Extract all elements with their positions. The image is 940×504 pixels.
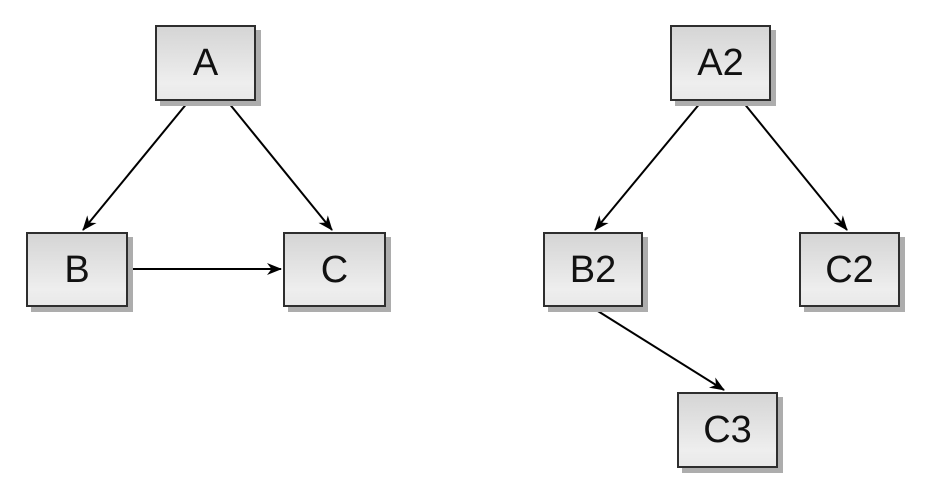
node-label-B2: B2 xyxy=(569,248,617,291)
node-B2[interactable]: B2 xyxy=(543,232,643,307)
node-B[interactable]: B xyxy=(26,232,128,307)
edge-A-C[interactable] xyxy=(227,101,333,231)
node-A[interactable]: A xyxy=(155,25,256,101)
node-label-A: A xyxy=(192,42,219,84)
node-label-C3: C3 xyxy=(703,409,752,451)
node-C2[interactable]: C2 xyxy=(799,232,900,307)
node-label-B: B xyxy=(64,248,90,291)
edge-A2-C2[interactable] xyxy=(742,101,848,231)
edge-A-B[interactable] xyxy=(82,101,189,231)
node-label-C2: C2 xyxy=(825,248,874,291)
node-label-C: C xyxy=(320,248,349,291)
node-label-A2: A2 xyxy=(697,42,744,84)
node-C[interactable]: C xyxy=(283,232,386,307)
node-C3[interactable]: C3 xyxy=(677,392,778,468)
edge-B2-C3[interactable] xyxy=(592,307,725,391)
edge-A2-B2[interactable] xyxy=(594,101,702,231)
node-A2[interactable]: A2 xyxy=(670,25,771,101)
